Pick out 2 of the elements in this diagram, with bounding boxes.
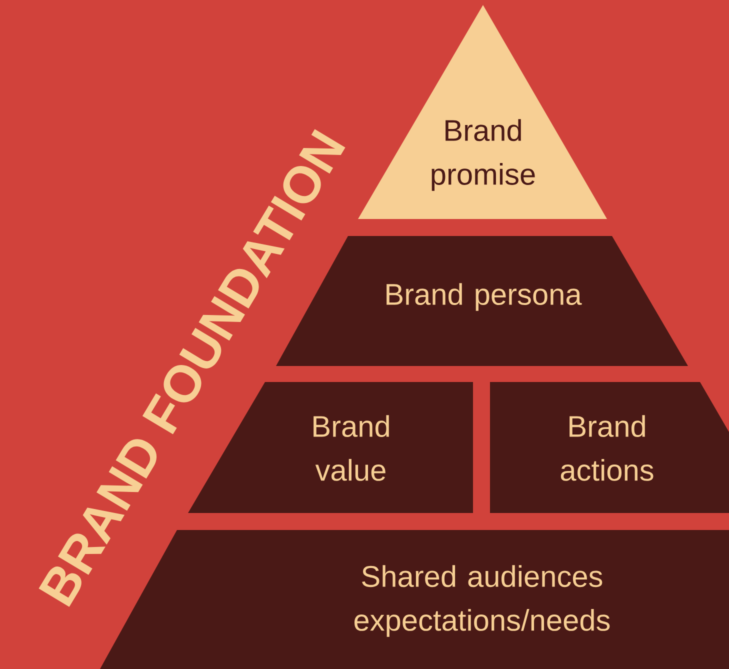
pyramid-block: Brand actions — [490, 382, 729, 513]
pyramid-top: Brand promise — [358, 5, 607, 219]
